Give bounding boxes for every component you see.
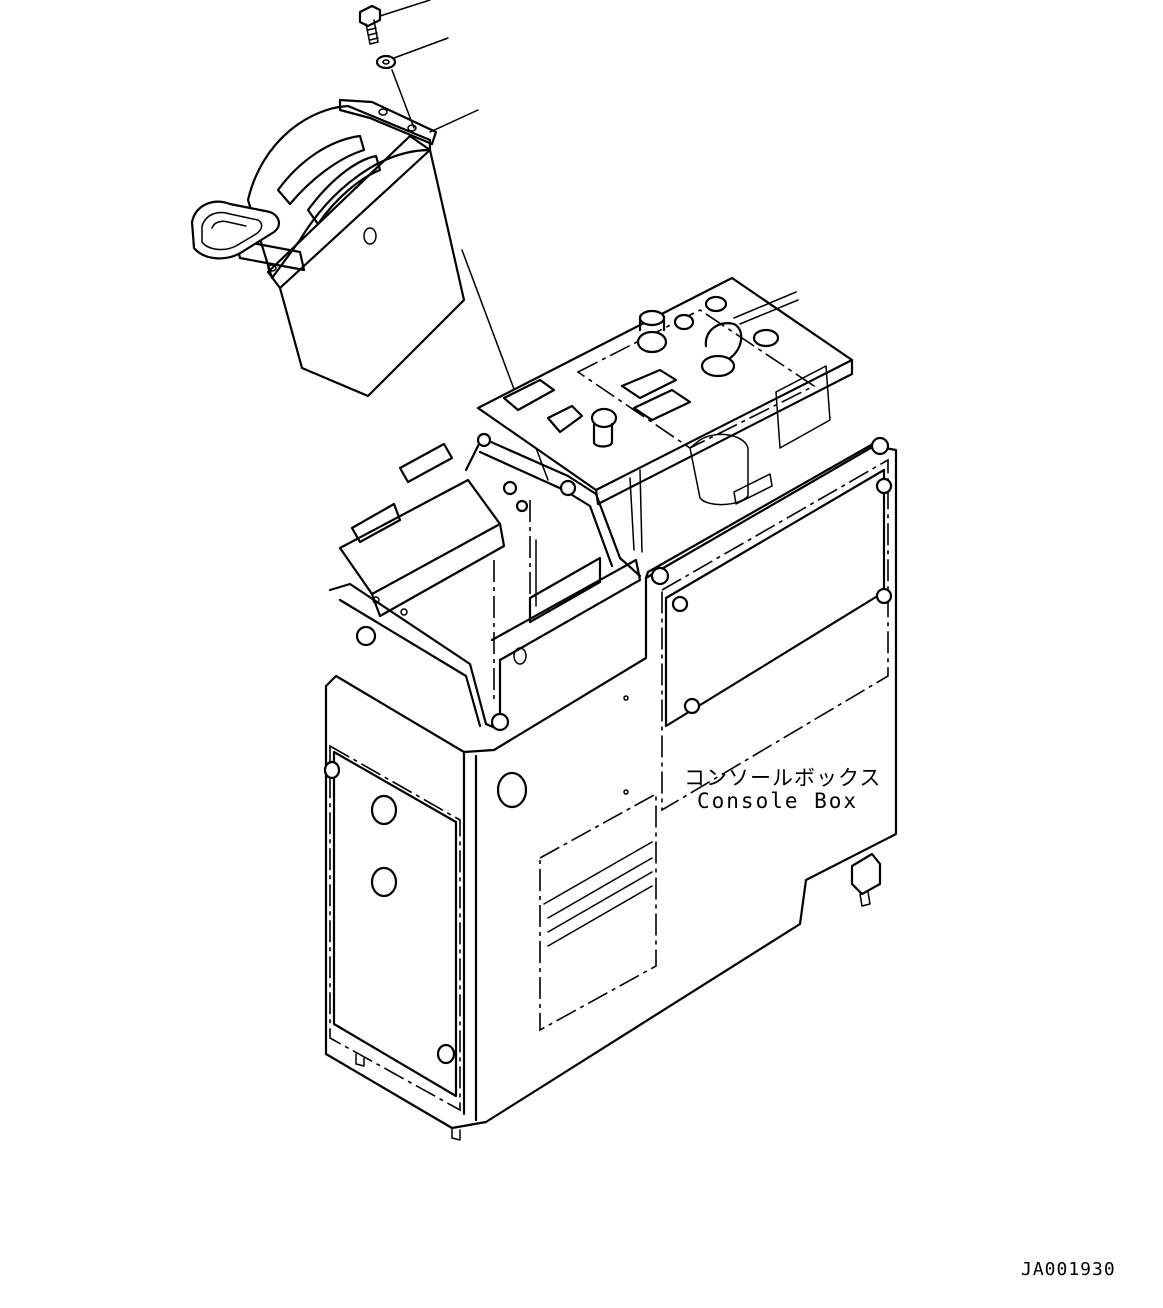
key-switch-icon bbox=[636, 309, 668, 354]
console-box-label-jp: コンソールボックス bbox=[684, 766, 882, 790]
console-box-body bbox=[323, 436, 898, 1141]
washer-icon bbox=[375, 54, 397, 70]
console-frame bbox=[328, 432, 642, 732]
drawing-number: JA001930 bbox=[1021, 1259, 1116, 1280]
bolt-icon bbox=[358, 4, 382, 45]
control-lever-cover bbox=[234, 98, 466, 398]
panel-switches bbox=[502, 291, 799, 448]
console-box-label-en: Console Box bbox=[697, 789, 859, 813]
internal-mechanism bbox=[629, 365, 831, 553]
lever-grip-icon bbox=[190, 200, 280, 260]
